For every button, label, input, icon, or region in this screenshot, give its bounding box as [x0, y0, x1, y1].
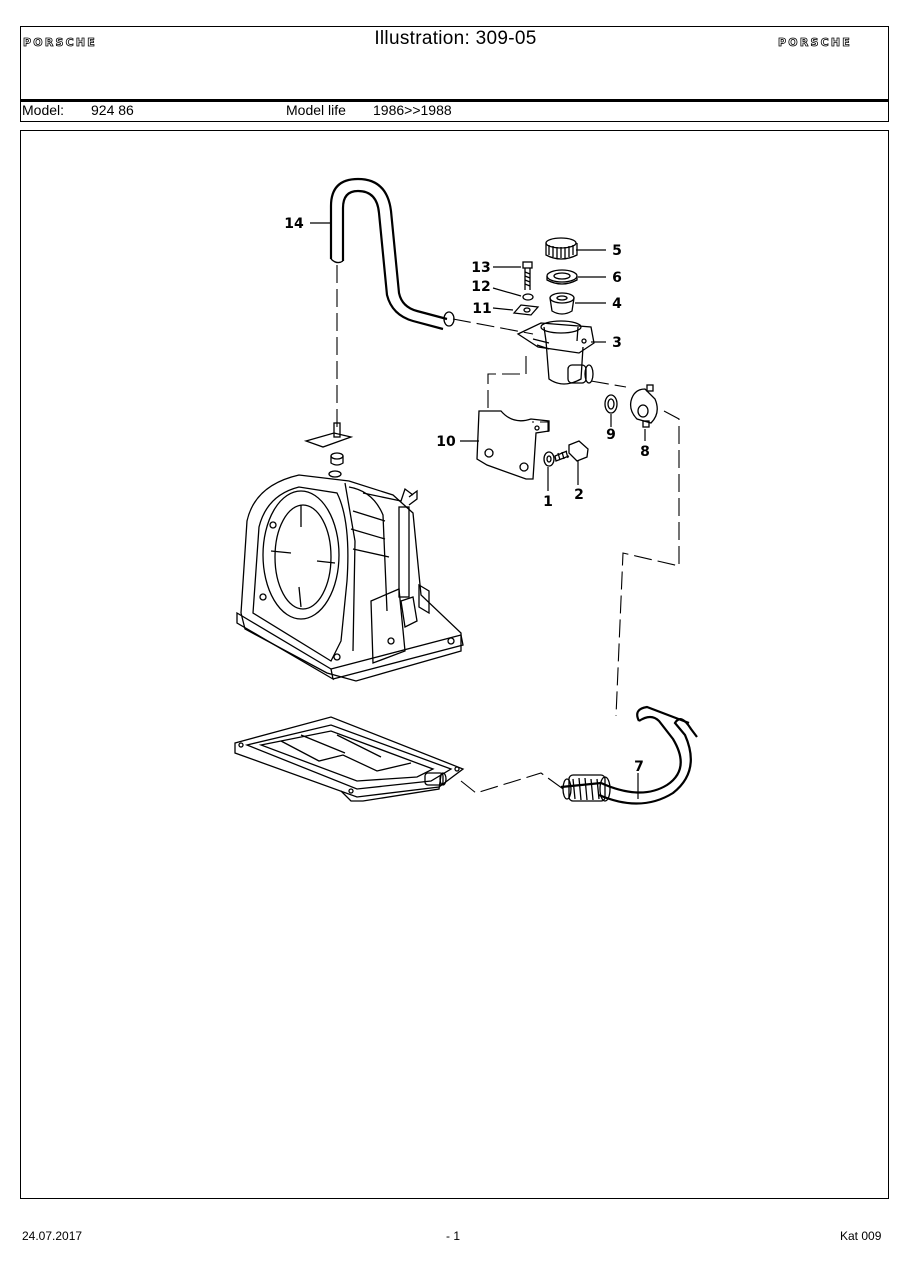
- footer-catalog: Kat 009: [840, 1229, 882, 1243]
- callout-4: 4: [612, 296, 622, 312]
- footer-date: 24.07.2017: [22, 1229, 83, 1243]
- callout-11: 11: [472, 301, 491, 317]
- seal-6: [546, 269, 578, 285]
- parts-diagram: 1 2 3 4 5 6 7 8 9 10 11 12 13 14: [234, 177, 698, 805]
- washer-12: [522, 293, 534, 301]
- vent-hose-14: [329, 177, 455, 331]
- header-panel: PORSCHE Illustration: 309-05 PORSCHE: [20, 26, 889, 100]
- oil-pan: [234, 716, 465, 802]
- bolt-2: [554, 440, 589, 462]
- page-title: Illustration: 309-05: [374, 28, 537, 49]
- header-divider: [20, 99, 889, 102]
- callout-8: 8: [640, 444, 650, 460]
- bolt-13: [522, 261, 533, 290]
- callout-numbers: 1 2 3 4 5 6 7 8 9 10 11 12 13 14: [284, 216, 650, 775]
- clamp-8: [629, 384, 658, 428]
- bracket-11: [512, 304, 540, 316]
- model-value: 924 86: [91, 102, 134, 118]
- svg-text:PORSCHE: PORSCHE: [23, 36, 97, 49]
- strainer-4: [549, 292, 575, 315]
- callout-2: 2: [574, 487, 584, 503]
- callout-12: 12: [471, 279, 490, 295]
- cap-5: [545, 237, 578, 260]
- callout-1: 1: [543, 494, 553, 510]
- model-info-row: Model: 924 86 Model life 1986>>1988: [20, 102, 889, 122]
- callout-leaders: [310, 222, 646, 799]
- nut-1: [543, 451, 555, 467]
- callout-7: 7: [634, 759, 644, 775]
- porsche-logo-right: PORSCHE: [778, 36, 852, 49]
- vent-fitting: [303, 422, 354, 478]
- illustration-panel: 1 2 3 4 5 6 7 8 9 10 11 12 13 14: [20, 130, 889, 1199]
- transmission-housing: [236, 474, 464, 682]
- bracket-10: [476, 410, 550, 480]
- reservoir-3: [516, 320, 595, 385]
- model-label: Model:: [22, 102, 65, 118]
- callout-13: 13: [471, 260, 490, 276]
- callout-10: 10: [436, 434, 456, 450]
- porsche-logo-left: PORSCHE: [23, 36, 97, 49]
- callout-14: 14: [284, 216, 304, 232]
- svg-text:PORSCHE: PORSCHE: [778, 36, 852, 49]
- callout-5: 5: [612, 243, 622, 259]
- callout-6: 6: [612, 270, 622, 286]
- callout-9: 9: [606, 427, 616, 443]
- model-life-label: Model life: [286, 102, 346, 118]
- callout-3: 3: [612, 335, 622, 351]
- dashed-leader-lines: [336, 265, 680, 794]
- model-life-value: 1986>>1988: [373, 102, 452, 118]
- hose-7: [560, 705, 698, 805]
- seal-9: [604, 394, 618, 414]
- footer-page-number: - 1: [446, 1229, 461, 1243]
